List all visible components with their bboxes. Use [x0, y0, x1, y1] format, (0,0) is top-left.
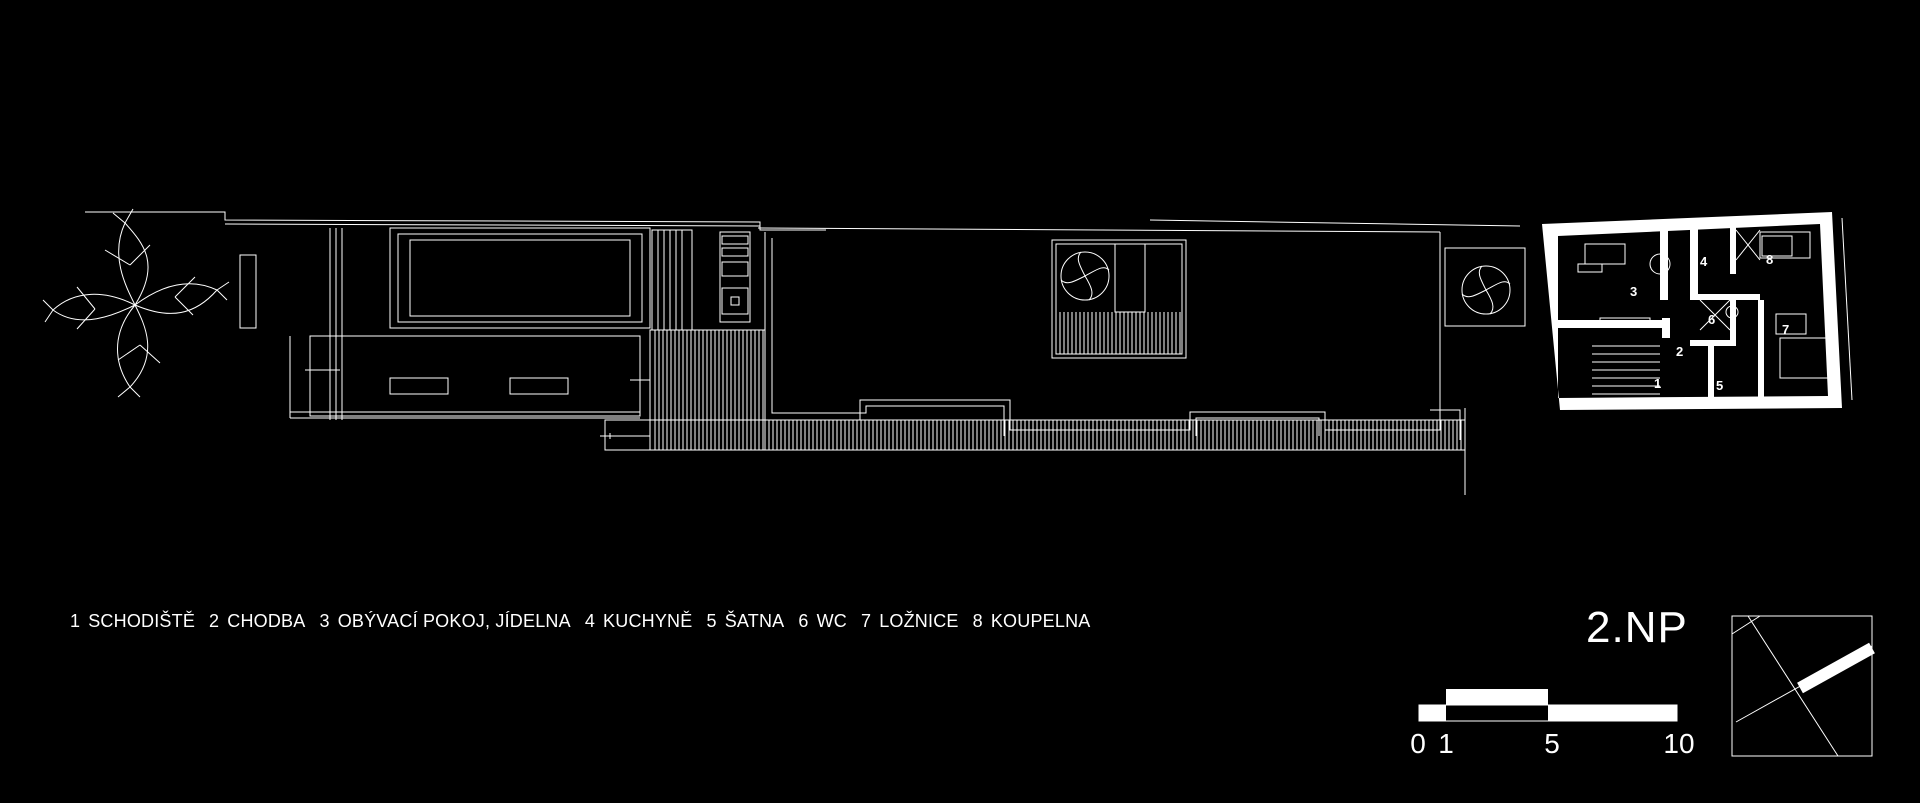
- room-number-3: 3: [1630, 284, 1637, 299]
- legend-item-number: 2: [209, 611, 220, 631]
- legend-item-number: 4: [584, 611, 596, 631]
- legend-item: 6 WC: [798, 611, 847, 632]
- legend-item-number: 8: [972, 611, 983, 631]
- legend-item: 8 KOUPELNA: [973, 611, 1091, 632]
- terrace-left: [85, 211, 826, 439]
- legend-item: 4 KUCHYNĚ: [585, 611, 693, 632]
- room-number-2: 2: [1676, 344, 1683, 359]
- room-number-5: 5: [1716, 378, 1723, 393]
- legend-item-label: KOUPELNA: [990, 611, 1091, 631]
- room-number-7: 7: [1782, 322, 1789, 337]
- scale-bar: [1418, 689, 1678, 722]
- legend-item: 7 LOŽNICE: [861, 611, 959, 632]
- hatched-deck: [604, 312, 1466, 451]
- legend-item-label: CHODBA: [227, 611, 306, 631]
- legend-item-number: 5: [706, 611, 717, 631]
- legend-item-label: LOŽNICE: [879, 611, 959, 631]
- legend-item-label: ŠATNA: [724, 611, 785, 631]
- room-numbers: 3 4 8 2 6 7 1 5: [1630, 252, 1789, 393]
- floor-label: 2.NP: [1586, 603, 1688, 652]
- scale-tick-1: 1: [1438, 728, 1454, 759]
- scale-tick-0: 0: [1410, 728, 1426, 759]
- courtyard-main: [757, 219, 1526, 436]
- legend-item: 2 CHODBA: [209, 611, 305, 632]
- deck-strip: [651, 229, 751, 331]
- legend-item-label: OBÝVACÍ POKOJ, JÍDELNA: [337, 611, 571, 631]
- legend-item-number: 3: [319, 611, 330, 631]
- tree-symbol-left: [42, 208, 230, 398]
- bench: [239, 254, 257, 329]
- tree-symbol-courtyard: [1060, 251, 1110, 301]
- room-number-8: 8: [1766, 252, 1773, 267]
- legend-item-label: WC: [816, 611, 847, 631]
- orientation-key: [1731, 615, 1875, 757]
- house-interior: [1577, 217, 1853, 401]
- room-number-4: 4: [1700, 254, 1708, 269]
- tree-symbol-right: [1461, 265, 1511, 315]
- legend-item-number: 1: [70, 611, 81, 631]
- house-walls: [1542, 212, 1842, 410]
- legend-item-number: 6: [798, 611, 809, 631]
- legend-item: 3 OBÝVACÍ POKOJ, JÍDELNA: [319, 611, 570, 632]
- room-legend: 1 SCHODIŠTĚ 2 CHODBA 3 OBÝVACÍ POKOJ, JÍDELNA…: [70, 611, 1090, 632]
- legend-item-label: SCHODIŠTĚ: [88, 611, 196, 631]
- scale-tick-10: 10: [1663, 728, 1695, 759]
- room-number-6: 6: [1708, 312, 1715, 327]
- legend-item: 1 SCHODIŠTĚ: [70, 611, 195, 632]
- room-number-1: 1: [1654, 376, 1661, 391]
- legend-item: 5 ŠATNA: [706, 611, 784, 632]
- legend-item-number: 7: [860, 611, 872, 631]
- scale-tick-5: 5: [1544, 728, 1560, 759]
- legend-item-label: KUCHYNĚ: [603, 611, 693, 631]
